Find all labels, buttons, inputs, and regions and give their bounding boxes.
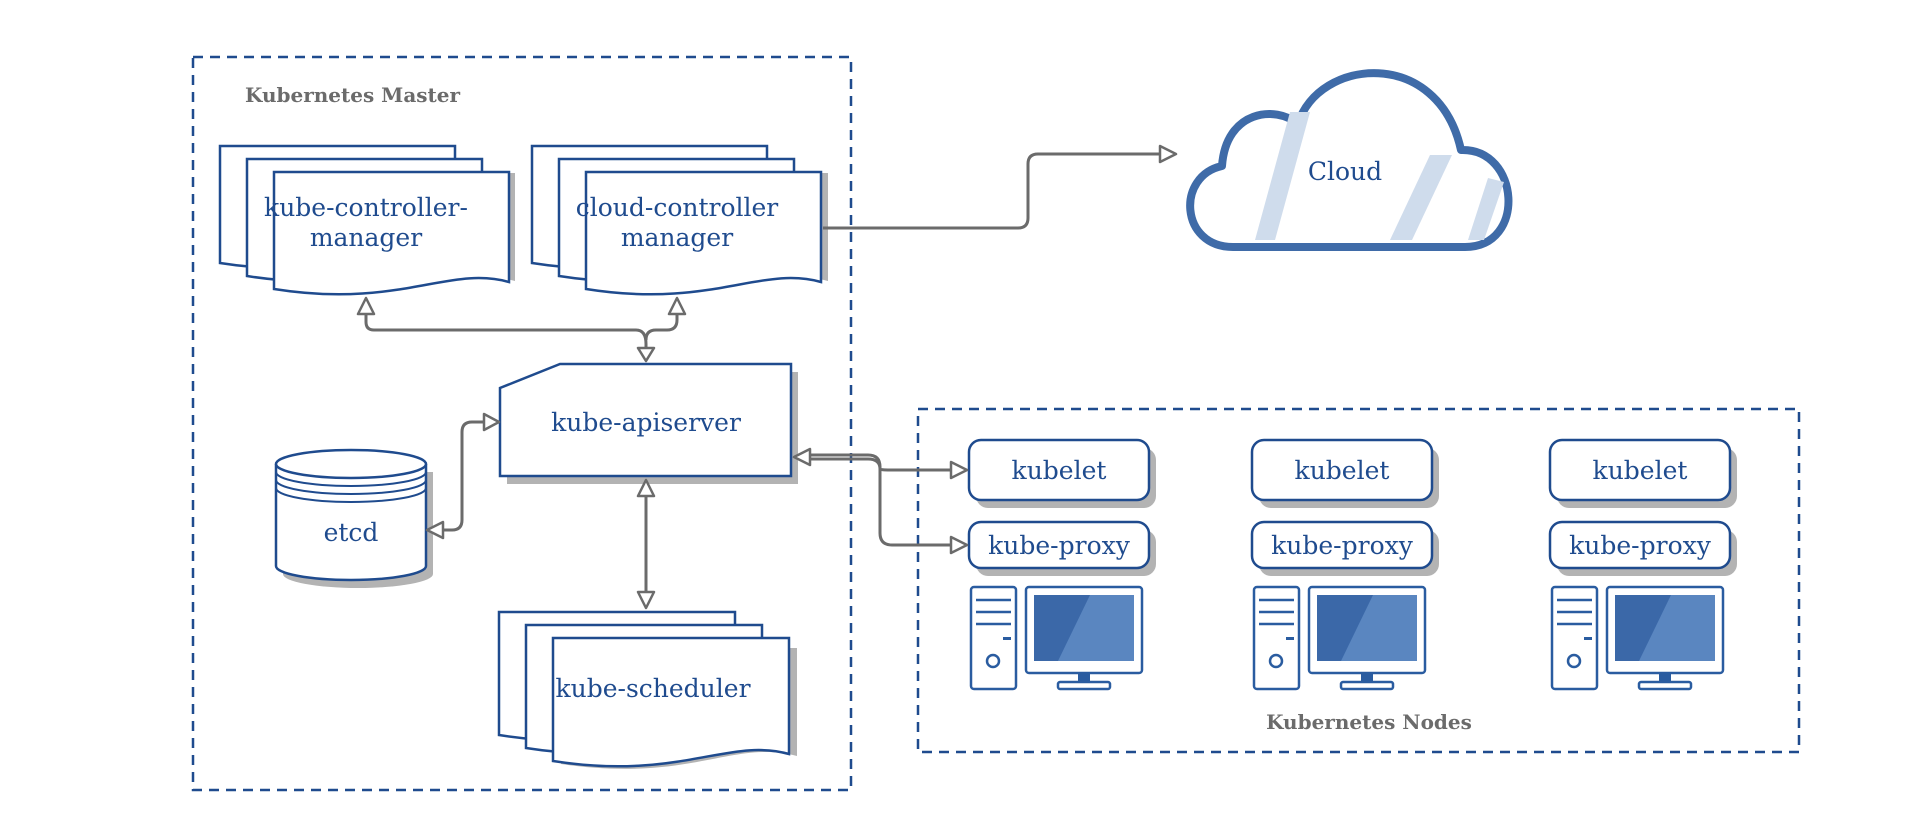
arrowhead-scheduler: [636, 590, 656, 610]
kubernetes-master-frame: [191, 55, 853, 792]
computer-icon: [969, 585, 1144, 691]
cloud-controller-manager: cloud-controller manager: [530, 144, 828, 296]
connector-cloudcontroller-apiserver: [644, 314, 679, 341]
etcd-label: etcd: [324, 518, 379, 547]
kube-controller-manager-label-line1: kube-controller-: [264, 193, 468, 222]
kubelet-label: kubelet: [1593, 456, 1688, 485]
kubernetes-nodes-group: Kubernetes Nodes: [916, 407, 1801, 754]
kubernetes-master-title: Kubernetes Master: [245, 83, 461, 107]
kube-proxy-label: kube-proxy: [1569, 531, 1712, 560]
kubernetes-master-group: Kubernetes Master: [191, 55, 853, 792]
arrowhead-apiserver-bottom: [636, 478, 656, 498]
kube-scheduler: kube-scheduler: [497, 610, 797, 769]
kube-proxy-label: kube-proxy: [988, 531, 1131, 560]
connector-apiserver-kubelet: [810, 457, 951, 472]
kube-apiserver-label: kube-apiserver: [551, 408, 741, 437]
connector-cloudcontroller-cloud: [823, 152, 1160, 230]
kubelet-label: kubelet: [1295, 456, 1390, 485]
kubelet-box: [1250, 438, 1434, 502]
connector-etcd-apiserver: [443, 420, 484, 532]
arrowhead-apiserver-top: [636, 346, 656, 363]
cloud-controller-manager-label-line2: manager: [621, 223, 733, 252]
cloud-label: Cloud: [1308, 157, 1382, 186]
kube-proxy-label: kube-proxy: [1271, 531, 1414, 560]
arrowhead-kubeproxy: [949, 535, 969, 555]
arrowhead-kube-controller: [356, 296, 376, 316]
connectors: [356, 144, 1178, 610]
kubelet-box: [1548, 438, 1732, 502]
connector-apiserver-kubeproxy: [810, 453, 951, 547]
node-1: kubelet kube-proxy: [967, 438, 1156, 691]
kube-scheduler-label: kube-scheduler: [555, 674, 750, 703]
kube-controller-manager-label-line2: manager: [310, 223, 422, 252]
kubelet-box: [967, 438, 1151, 502]
kubernetes-nodes-title: Kubernetes Nodes: [1266, 710, 1472, 734]
arrowhead-cloud-controller: [667, 296, 687, 316]
computer-icon: [1550, 585, 1725, 691]
etcd-database: etcd: [274, 448, 433, 588]
kube-proxy-box: [967, 520, 1151, 570]
arrowhead-kubelet: [949, 460, 969, 480]
connector-controller-apiserver: [364, 314, 648, 352]
kube-apiserver: kube-apiserver: [498, 362, 798, 484]
arrowhead-apiserver-right: [792, 447, 812, 467]
kube-controller-manager: kube-controller- manager: [218, 144, 515, 296]
kubelet-label: kubelet: [1012, 456, 1107, 485]
arrowhead-apiserver-left: [482, 412, 501, 432]
kube-proxy-box: [1250, 520, 1434, 570]
kube-proxy-box: [1548, 520, 1732, 570]
computer-icon: [1252, 585, 1427, 691]
cloud-controller-manager-label-line1: cloud-controller: [576, 193, 779, 222]
arrowhead-cloud: [1158, 144, 1178, 164]
cloud: Cloud: [1186, 69, 1513, 251]
node-2: kubelet kube-proxy: [1250, 438, 1439, 691]
node-3: kubelet kube-proxy: [1548, 438, 1737, 691]
arrowhead-etcd: [425, 520, 445, 540]
